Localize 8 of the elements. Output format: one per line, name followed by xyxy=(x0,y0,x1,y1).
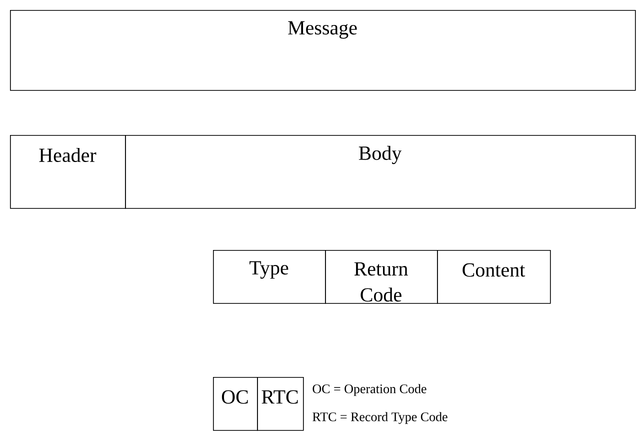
field-box: Type xyxy=(213,250,326,304)
field-box: Body xyxy=(125,135,636,209)
field-box: Header xyxy=(10,135,126,209)
field-box: Message xyxy=(10,10,636,91)
field-box: OC xyxy=(213,377,258,431)
field-box: RTC xyxy=(257,377,304,431)
field-box: Content xyxy=(437,250,551,304)
field-box: Return Code xyxy=(325,250,438,304)
